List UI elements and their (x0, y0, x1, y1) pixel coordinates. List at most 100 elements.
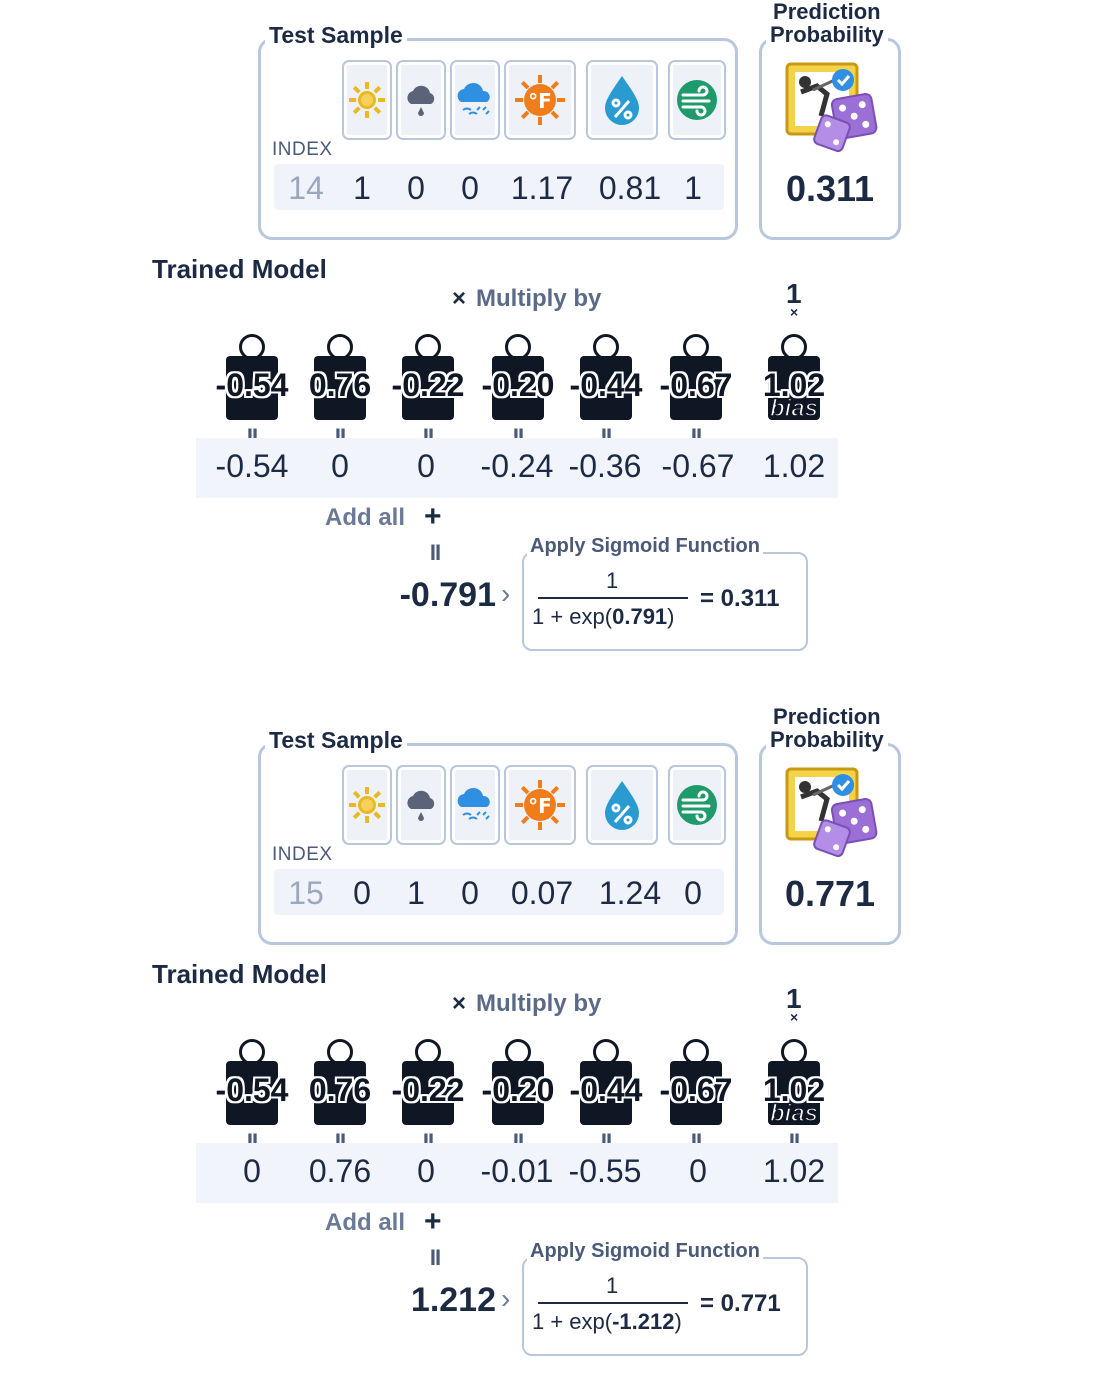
bias-multiplier-symbol: × (790, 1009, 799, 1025)
prediction-title-line2: Probability (770, 22, 884, 47)
multiply-icon: × (452, 990, 467, 1017)
sum-value: 1.212 (410, 1281, 496, 1319)
golf-dice-icon (783, 765, 883, 862)
weight-value-2: 0.76 (308, 1072, 372, 1108)
weight-value-7: 1.02 (762, 1072, 826, 1108)
product-value-5: -0.55 (568, 1153, 642, 1189)
prediction-value: 0.311 (785, 168, 875, 209)
multiply-icon: × (452, 285, 467, 312)
product-value-6: -0.67 (661, 448, 735, 484)
multiply-text: Multiply by (476, 990, 602, 1017)
weight-hook-3 (415, 334, 441, 360)
sum-value: -0.791 (399, 576, 496, 614)
index-label: INDEX (272, 139, 333, 160)
sample-value-1: 1 (353, 170, 371, 206)
sigmoid-denominator: 1 + exp(0.791) (532, 604, 675, 630)
test-sample-title: Test Sample (265, 727, 407, 754)
weight-tag-6 (670, 356, 722, 420)
weight-hook-7 (781, 1039, 807, 1065)
weight-tag-7 (768, 1061, 820, 1125)
trained-model-title: Trained Model (148, 254, 331, 285)
products-strip (196, 438, 838, 498)
sample-index-value: 15 (288, 875, 324, 911)
product-value-2: 0 (331, 448, 349, 484)
sample-value-3: 0 (461, 875, 479, 911)
svg-text:°F: °F (528, 89, 552, 113)
bias-multiplier: 1 (786, 983, 802, 1014)
equals-sign: II (600, 1129, 612, 1154)
denominator-value: -1.212 (612, 1309, 675, 1334)
weight-value-3: -0.22 (391, 1072, 465, 1108)
sigmoid-title: Apply Sigmoid Function (527, 1240, 763, 1263)
product-value-3: 0 (417, 448, 435, 484)
weight-value-5: -0.44 (569, 1072, 643, 1108)
equals-sign: II (512, 424, 524, 449)
feature-card-2 (396, 765, 446, 845)
weight-value-4: -0.20 (481, 367, 555, 403)
feature-card-3 (450, 765, 500, 845)
sample-value-3: 0 (461, 170, 479, 206)
product-value-1: -0.54 (215, 448, 289, 484)
chevron-right-icon: › (501, 578, 511, 609)
product-value-4: -0.24 (480, 448, 554, 484)
equals-sign: II (334, 1129, 346, 1154)
add-all-label: Add all (322, 1209, 409, 1237)
weight-hook-1 (239, 1039, 265, 1065)
bias-label: bias (769, 1099, 819, 1128)
sample-values-strip (274, 869, 724, 915)
prediction-title-line2: Probability (770, 727, 884, 752)
product-value-3: 0 (417, 1153, 435, 1189)
multiply-label: × Multiply by (452, 990, 601, 1018)
equals-sign: II (512, 1129, 524, 1154)
multiply-text: Multiply by (476, 285, 602, 312)
equals-sign: II (246, 424, 258, 449)
product-value-7: 1.02 (762, 1153, 826, 1189)
fraction-bar (538, 597, 688, 599)
sample-value-6: 1 (684, 170, 702, 206)
weight-tag-4 (492, 1061, 544, 1125)
feature-card-6 (668, 60, 726, 140)
add-all-label: Add all (322, 504, 409, 532)
sample-values-strip (274, 164, 724, 210)
feature-card-1 (342, 765, 392, 845)
product-value-4: -0.01 (480, 1153, 554, 1189)
sample-value-6: 0 (684, 875, 702, 911)
sigmoid-box (522, 1257, 808, 1356)
weight-value-6: -0.67 (659, 367, 733, 403)
bias-multiplier-symbol: × (790, 304, 799, 320)
denominator-value: 0.791 (612, 604, 668, 629)
denominator-suffix: ) (674, 1309, 682, 1334)
weight-value-4: -0.20 (481, 1072, 555, 1108)
product-value-6: 0 (689, 1153, 707, 1189)
equals-sign: II (690, 1129, 702, 1154)
equals-sign: II (600, 424, 612, 449)
weight-value-2: 0.76 (308, 367, 372, 403)
product-value-7: 1.02 (762, 448, 826, 484)
weight-value-6: -0.67 (659, 1072, 733, 1108)
product-value-1: 0 (243, 1153, 261, 1189)
prediction-value: 0.771 (784, 873, 876, 914)
prediction-title-line1: Prediction (773, 704, 881, 729)
feature-card-5 (586, 765, 658, 845)
denominator-prefix: 1 + exp( (532, 604, 613, 629)
weight-tag-5 (580, 356, 632, 420)
fraction-bar (538, 1302, 688, 1304)
equals-sign: II (690, 424, 702, 449)
feature-card-2 (396, 60, 446, 140)
weight-tag-2 (314, 1061, 366, 1125)
feature-card-4: °F (504, 60, 576, 140)
equals-sign: II (429, 540, 441, 565)
sigmoid-numerator: 1 (606, 1273, 619, 1298)
test-sample-title: Test Sample (265, 22, 407, 49)
sigmoid-title: Apply Sigmoid Function (527, 535, 763, 558)
weight-value-7: 1.02 (762, 367, 826, 403)
feature-card-1 (342, 60, 392, 140)
sample-index-value: 14 (288, 170, 324, 206)
sample-value-2: 0 (407, 170, 425, 206)
prediction-title-line1: Prediction (773, 0, 881, 24)
equals-sign: II (788, 1129, 800, 1154)
